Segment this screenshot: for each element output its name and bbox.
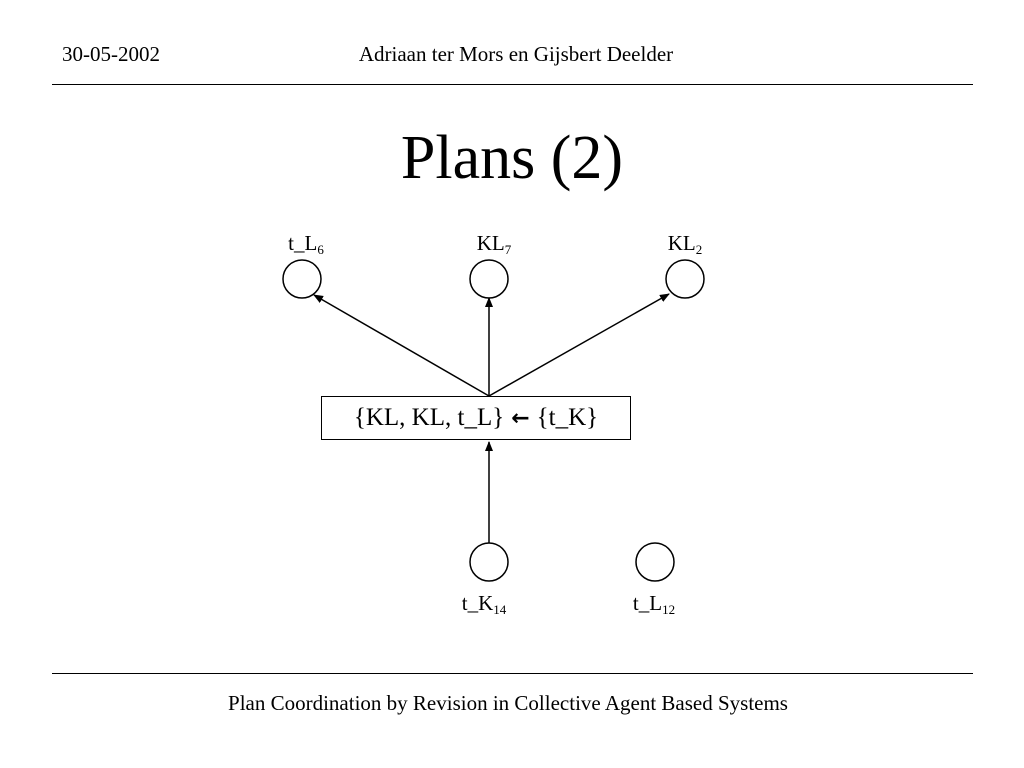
node-kl7-circle: [469, 259, 509, 299]
node-label-index: 2: [695, 242, 703, 257]
node-label-name: KL: [476, 231, 505, 255]
rule-left-set: {KL, KL, t_L}: [353, 404, 505, 431]
node-label-tl12: t_L12: [594, 591, 714, 617]
node-tl6-circle: [282, 259, 322, 299]
header-date: 30-05-2002: [62, 42, 160, 66]
footer-divider: [52, 673, 973, 674]
node-label-name: KL: [667, 231, 696, 255]
node-label-tk14: t_K14: [424, 591, 544, 617]
node-label-kl2: KL2: [625, 231, 745, 257]
slide-title: Plans (2): [400, 124, 624, 192]
node-tl12-circle: [635, 542, 675, 582]
rule-right-set: {t_K}: [536, 404, 599, 431]
node-label-index: 7: [504, 242, 512, 257]
node-label-index: 6: [317, 242, 324, 257]
node-label-index: 12: [662, 602, 676, 617]
header-divider: [52, 84, 973, 85]
node-label-name: t_L: [632, 591, 663, 615]
header-authors: Adriaan ter Mors en Gijsbert Deelder: [358, 42, 674, 66]
node-label-index: 14: [493, 602, 507, 617]
node-tk14-circle: [469, 542, 509, 582]
node-label-name: t_K: [461, 591, 494, 615]
footer-text: Plan Coordination by Revision in Collect…: [228, 691, 788, 715]
node-label-kl7: KL7: [434, 231, 554, 257]
node-kl2-circle: [665, 259, 705, 299]
edge-rule-to-node-tl6: [313, 294, 490, 397]
node-label-name: t_L: [288, 231, 318, 255]
left-arrow-icon: ←: [511, 405, 530, 431]
edge-rule-to-node-kl2: [488, 293, 670, 397]
plan-rule-box: {KL, KL, t_L} ← {t_K}: [321, 396, 631, 440]
node-label-tl6: t_L6: [246, 231, 366, 257]
